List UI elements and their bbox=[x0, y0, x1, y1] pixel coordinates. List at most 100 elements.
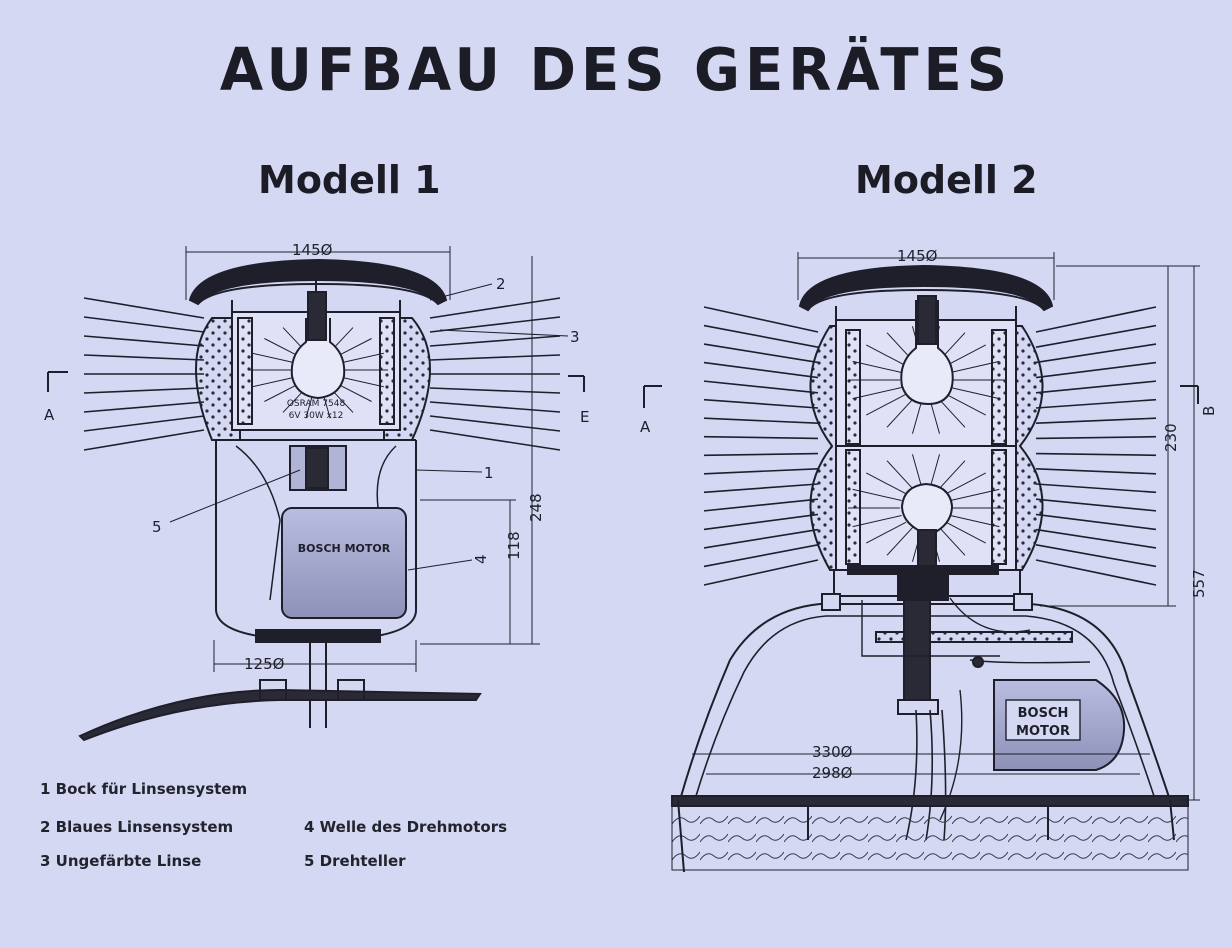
light-ray bbox=[429, 401, 561, 413]
light-ray bbox=[429, 387, 561, 394]
legend-text: Blaues Linsensystem bbox=[55, 818, 234, 836]
inner-ray bbox=[950, 360, 1000, 373]
inner-ray bbox=[252, 352, 294, 363]
model-2-dim-top: 145Ø bbox=[897, 247, 938, 265]
model-1-callout-2: 2 bbox=[496, 275, 506, 293]
model-1-cap bbox=[188, 258, 448, 306]
model-2-dim-inner: 298Ø bbox=[812, 764, 853, 782]
light-ray bbox=[1035, 468, 1157, 475]
model-1-bulb-text-1: OSRAM 7548 bbox=[287, 399, 346, 409]
inner-ray bbox=[938, 460, 966, 490]
model-1-drawing: OSRAM 7548 6V 30W x12 BOSCH MOTOR bbox=[47, 246, 585, 742]
legend-num: 3 bbox=[40, 852, 51, 870]
model-1-dim-motor: 118 bbox=[505, 531, 523, 560]
model-1-callout-4: 4 bbox=[472, 554, 490, 564]
legend-num: 1 bbox=[40, 780, 51, 798]
model-1-dim-top: 145Ø bbox=[292, 241, 333, 259]
model-1-callout-3: 3 bbox=[570, 328, 580, 346]
model-1-dim-base: 125Ø bbox=[244, 655, 285, 673]
inner-ray bbox=[342, 377, 384, 388]
legend-text: Welle des Drehmotors bbox=[319, 818, 508, 836]
light-ray bbox=[703, 559, 819, 586]
model-1-roof-plate bbox=[78, 688, 482, 742]
light-ray bbox=[1035, 452, 1157, 457]
inner-ray bbox=[938, 526, 966, 556]
light-ray bbox=[83, 415, 205, 432]
inner-ray bbox=[911, 401, 922, 434]
page-title: AUFBAU DES GERÄTES bbox=[219, 36, 1013, 105]
legend-item-3: 3 Ungefärbte Linse bbox=[40, 852, 201, 870]
inner-ray bbox=[945, 521, 986, 544]
light-ray bbox=[83, 354, 205, 361]
model-1-motor bbox=[281, 507, 407, 619]
inner-ray bbox=[886, 398, 914, 428]
light-ray bbox=[1035, 483, 1157, 494]
model-2-motor-label-1: BOSCH bbox=[1018, 706, 1069, 721]
light-ray bbox=[1035, 544, 1157, 568]
legend-item-5: 5 Drehteller bbox=[304, 852, 406, 870]
light-ray bbox=[703, 483, 819, 494]
inner-ray bbox=[911, 454, 922, 487]
model-1-base bbox=[255, 629, 381, 643]
light-ray bbox=[1035, 306, 1157, 333]
model-2-ground bbox=[671, 805, 1189, 871]
model-1-section-left: A bbox=[44, 406, 55, 424]
legend-text: Bock für Linsensystem bbox=[55, 780, 248, 798]
model-2-drawing: BOSCH MOTOR bbox=[643, 252, 1200, 873]
model-2-rays-left bbox=[703, 306, 819, 586]
model-2-dim-total: 557 bbox=[1190, 569, 1208, 598]
model-1-section-right: E bbox=[580, 408, 589, 426]
light-ray bbox=[703, 528, 819, 549]
light-ray bbox=[703, 324, 819, 348]
light-ray bbox=[703, 452, 819, 457]
inner-ray bbox=[252, 377, 294, 388]
light-ray bbox=[703, 544, 819, 568]
inner-ray bbox=[337, 338, 372, 357]
model-1-rays-right bbox=[429, 297, 561, 451]
inner-ray bbox=[866, 472, 907, 495]
light-ray bbox=[429, 415, 561, 432]
inner-ray bbox=[950, 488, 1000, 501]
legend-num: 4 bbox=[304, 818, 315, 836]
inner-ray bbox=[945, 472, 986, 495]
model-1-motor-label: BOSCH MOTOR bbox=[298, 542, 391, 555]
inner-ray bbox=[938, 398, 966, 428]
inner-ray bbox=[945, 344, 986, 367]
model-1-bulb-text-2: 6V 30W x12 bbox=[289, 411, 344, 421]
inner-ray bbox=[886, 460, 914, 490]
model-2-section-right: B bbox=[1200, 406, 1218, 416]
inner-ray bbox=[950, 515, 1000, 528]
light-ray bbox=[83, 387, 205, 394]
light-ray bbox=[1035, 528, 1157, 549]
legend-num: 5 bbox=[304, 852, 315, 870]
inner-ray bbox=[930, 454, 941, 487]
model-2-title: Modell 2 bbox=[855, 158, 1038, 202]
light-ray bbox=[429, 429, 561, 451]
model-2-motor-label-2: MOTOR bbox=[1016, 724, 1070, 739]
model-2-bulb-top bbox=[900, 300, 954, 406]
model-1-callout-1: 1 bbox=[484, 464, 494, 482]
light-ray bbox=[1035, 324, 1157, 348]
model-2-shaft bbox=[903, 599, 931, 709]
inner-ray bbox=[342, 352, 384, 363]
light-ray bbox=[703, 498, 819, 512]
model-2-dim-outer: 330Ø bbox=[812, 743, 853, 761]
model-2-rays-right bbox=[1035, 306, 1157, 586]
model-2-gear bbox=[875, 631, 1073, 643]
legend-item-4: 4 Welle des Drehmotors bbox=[304, 818, 507, 836]
light-ray bbox=[83, 316, 205, 333]
legend-num: 2 bbox=[40, 818, 51, 836]
model-2-cap bbox=[798, 264, 1054, 312]
light-ray bbox=[703, 361, 819, 379]
light-ray bbox=[703, 417, 819, 424]
inner-ray bbox=[866, 393, 907, 416]
legend-item-1: 1 Bock für Linsensystem bbox=[40, 780, 247, 798]
light-ray bbox=[429, 316, 561, 333]
model-1-bulb bbox=[290, 318, 346, 400]
legend-text: Drehteller bbox=[319, 852, 406, 870]
light-ray bbox=[1035, 435, 1157, 440]
inner-ray bbox=[852, 488, 902, 501]
inner-ray bbox=[852, 387, 902, 400]
model-1-labels: 145Ø 125Ø 248 118 A E 2 3 1 4 5 bbox=[44, 241, 589, 673]
